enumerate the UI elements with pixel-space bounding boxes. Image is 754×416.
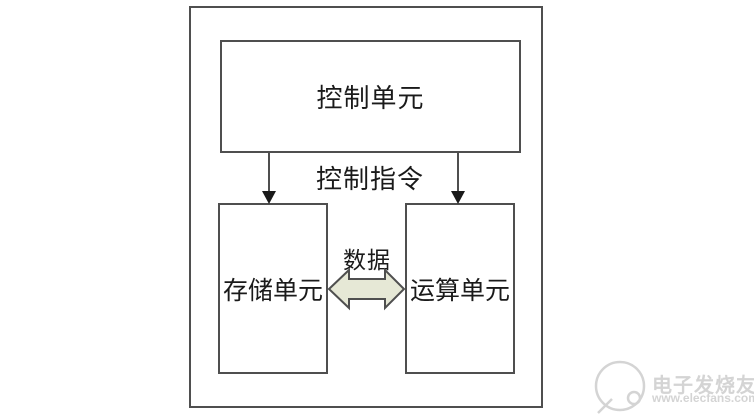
arithmetic-unit-box: 运算单元 [405, 203, 515, 374]
control-instruction-label: 控制指令 [315, 165, 424, 194]
elecfans-logo-icon [594, 360, 646, 414]
watermark-site-url: www.elecfans.com [652, 391, 754, 405]
watermark-site-name: 电子发烧友 [652, 375, 754, 397]
arithmetic-unit-label: 运算单元 [409, 277, 510, 305]
control-unit-label: 控制单元 [316, 84, 425, 113]
control-unit-box: 控制单元 [220, 40, 521, 153]
storage-unit-label: 存储单元 [222, 277, 323, 305]
outer-frame [189, 6, 543, 408]
data-label: 数据 [343, 248, 391, 273]
storage-unit-box: 存储单元 [218, 203, 328, 374]
